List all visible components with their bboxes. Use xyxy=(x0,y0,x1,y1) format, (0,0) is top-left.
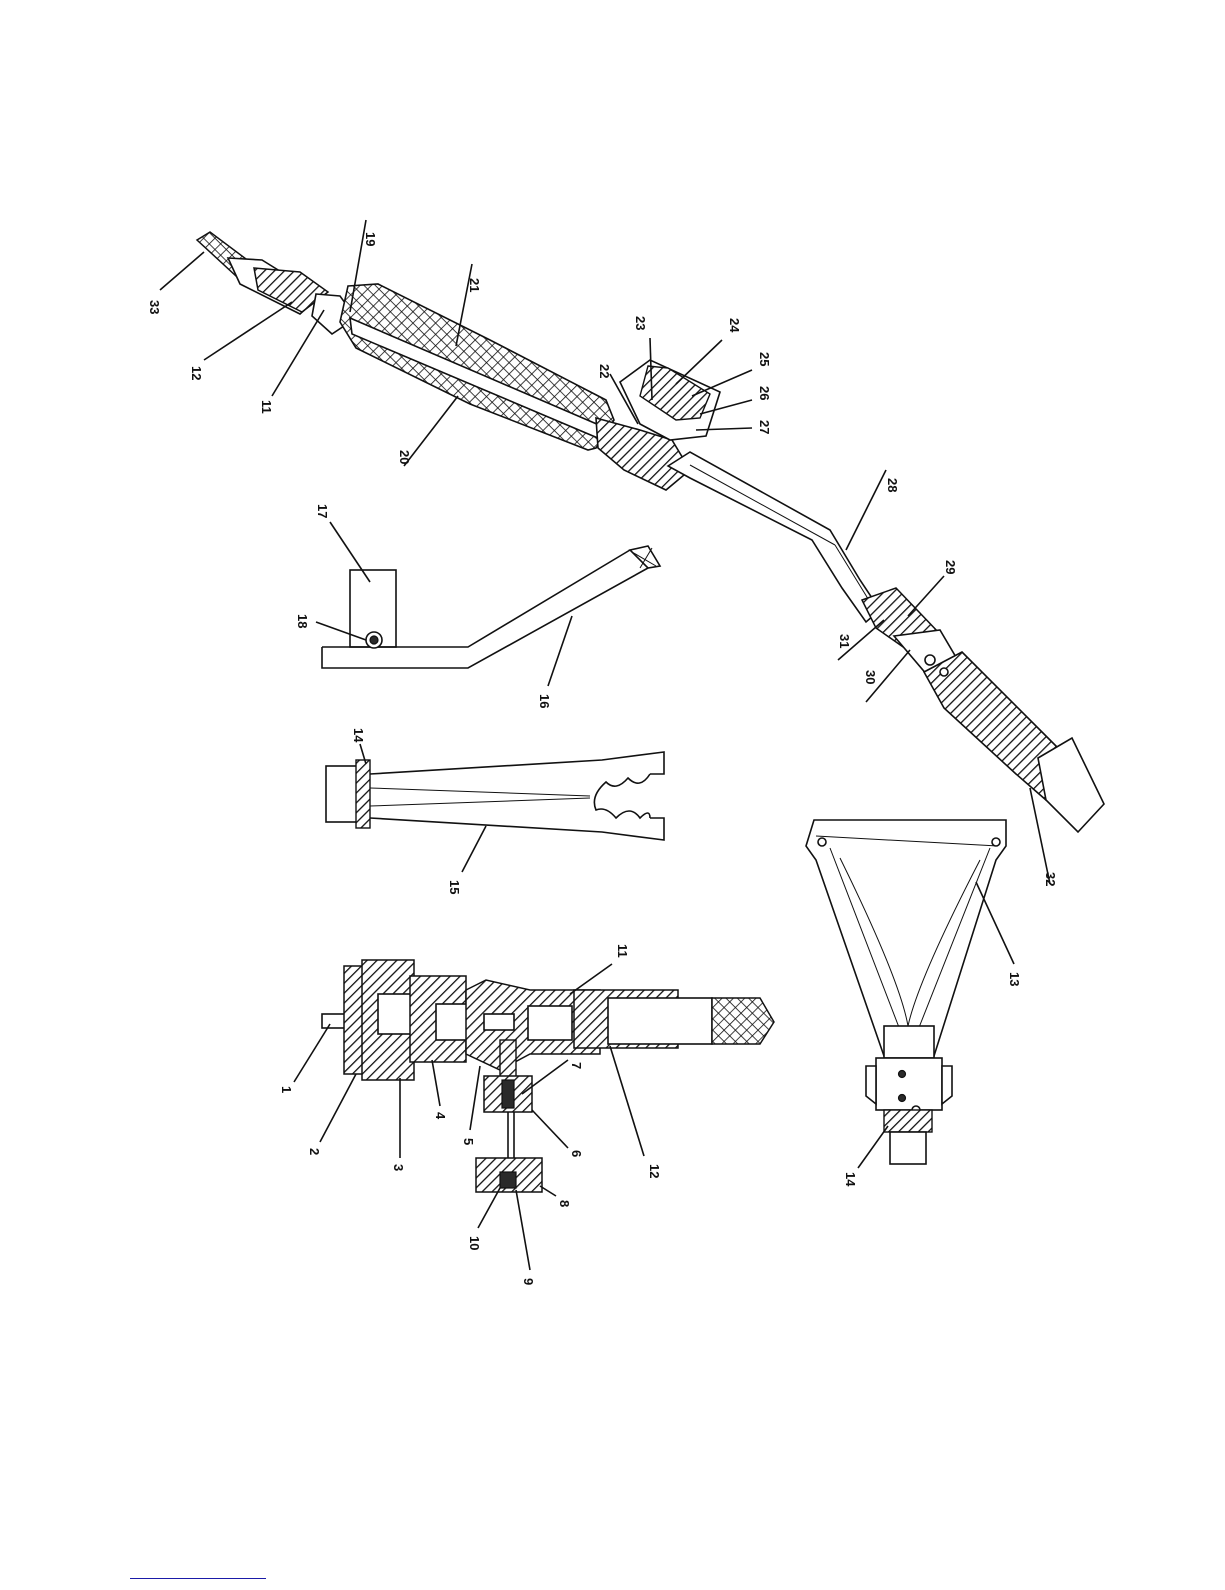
callout-30: 30 xyxy=(863,670,878,684)
callout-31: 31 xyxy=(837,634,852,648)
callout-15: 15 xyxy=(447,880,462,894)
main-torch-assembly xyxy=(197,232,1104,832)
outlet-hose xyxy=(712,998,774,1044)
callout-10: 10 xyxy=(467,1236,482,1250)
flare-mixer xyxy=(876,1058,942,1110)
callout-18: 18 xyxy=(295,614,310,628)
callout-5: 5 xyxy=(461,1138,476,1145)
handwheel-screw xyxy=(500,1172,516,1188)
callout-16: 16 xyxy=(537,694,552,708)
fork-jaw xyxy=(594,774,650,818)
callout-32: 32 xyxy=(1043,872,1058,886)
flare-ring xyxy=(884,1110,932,1132)
main-torch-callouts: 33 12 11 19 21 20 22 23 24 25 26 27 28 2… xyxy=(147,232,1058,886)
callout-8: 8 xyxy=(557,1200,572,1207)
callout-12-top: 12 xyxy=(189,366,204,380)
callout-11-valve: 11 xyxy=(615,944,630,958)
callout-6: 6 xyxy=(569,1150,584,1157)
callout-24: 24 xyxy=(727,318,742,333)
callout-3: 3 xyxy=(391,1164,406,1171)
burner-tip xyxy=(1038,738,1104,832)
callout-14-fork: 14 xyxy=(351,728,366,743)
stand-assembly xyxy=(322,546,660,668)
callout-23: 23 xyxy=(633,316,648,330)
callout-22: 22 xyxy=(597,364,612,378)
fork-assembly xyxy=(326,752,664,840)
valve-assembly xyxy=(322,960,774,1192)
outlet-tube xyxy=(608,998,712,1044)
callout-17: 17 xyxy=(315,504,330,518)
flare-socket xyxy=(890,1132,926,1164)
callout-9: 9 xyxy=(521,1278,536,1285)
fork-socket xyxy=(326,766,360,822)
callout-2: 2 xyxy=(307,1148,322,1155)
callout-29: 29 xyxy=(943,560,958,574)
callout-28: 28 xyxy=(885,478,900,492)
callout-11-top: 11 xyxy=(259,400,274,414)
callout-4: 4 xyxy=(433,1112,448,1120)
fork-leaders xyxy=(360,744,486,872)
main-torch-leaders xyxy=(160,220,1050,884)
callout-26: 26 xyxy=(757,386,772,400)
callout-21: 21 xyxy=(467,278,482,292)
stand-callouts: 17 18 16 xyxy=(295,504,552,708)
flare-neck xyxy=(884,1026,934,1058)
callout-7: 7 xyxy=(569,1062,584,1069)
callout-25: 25 xyxy=(757,352,772,366)
callout-19: 19 xyxy=(363,232,378,246)
callout-27: 27 xyxy=(757,420,772,434)
callout-13: 13 xyxy=(1007,972,1022,986)
flare-cone xyxy=(806,820,1006,1056)
callout-20: 20 xyxy=(397,450,412,464)
callout-14-flare: 14 xyxy=(843,1172,858,1187)
callout-33: 33 xyxy=(147,300,162,314)
callout-1: 1 xyxy=(279,1086,294,1093)
fork-ring xyxy=(356,760,370,828)
flare-nozzle-assembly xyxy=(806,820,1006,1164)
callout-12-valve: 12 xyxy=(647,1164,662,1178)
lance-tube xyxy=(668,452,880,622)
footnote-rule xyxy=(130,1578,266,1579)
